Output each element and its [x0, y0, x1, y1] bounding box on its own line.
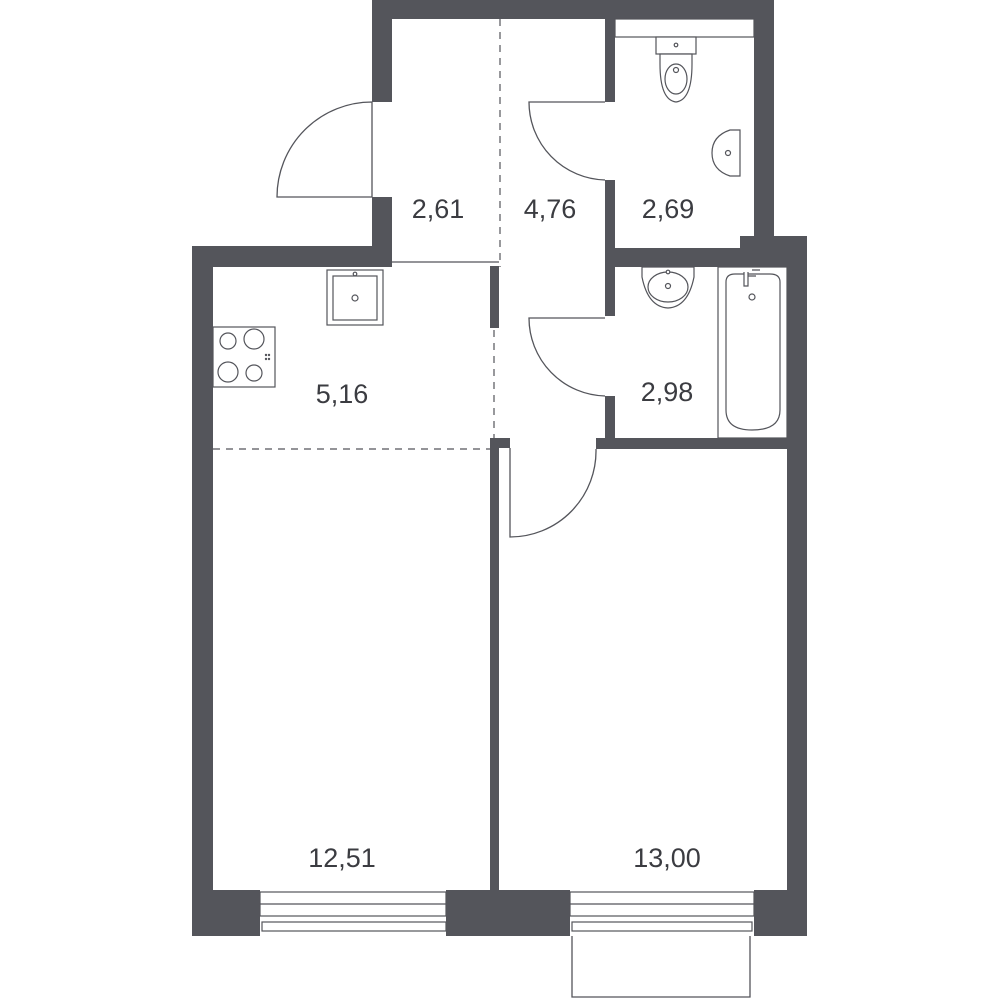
- wall-right-exterior: [787, 236, 807, 936]
- area-label-toilet: 2,69: [642, 194, 695, 224]
- area-label-hall: 4,76: [524, 194, 577, 224]
- kitchen-sink-icon: [326, 269, 384, 326]
- wall-left-exterior: [192, 246, 213, 936]
- wall-wc-left-top: [605, 19, 615, 102]
- washbasin-toilet-icon: [711, 129, 741, 177]
- door-bedroom: [509, 448, 597, 538]
- vent-strip: [614, 18, 755, 38]
- toilet-icon: [655, 36, 697, 103]
- washbasin-bathroom-icon: [641, 266, 695, 309]
- wall-partition-stub: [490, 266, 499, 328]
- wall-kitchen-top: [192, 246, 392, 267]
- door-bathroom: [528, 317, 606, 397]
- bathtub-icon: [717, 266, 788, 439]
- wall-bedroom-top: [596, 438, 807, 449]
- wall-right-toilet: [754, 0, 774, 246]
- wall-top: [372, 0, 774, 19]
- balcony-outline: [571, 936, 751, 998]
- windows: [259, 18, 755, 998]
- wall-bottom-middle: [446, 890, 570, 936]
- area-label-bedroom: 13,00: [633, 843, 701, 873]
- wall-bath-left-lower: [605, 396, 615, 446]
- area-label-bathroom: 2,98: [641, 377, 694, 407]
- window-living-sill: [261, 921, 447, 932]
- wall-bottom-left: [192, 890, 260, 936]
- doors: [276, 101, 606, 538]
- wall-partition-joint: [490, 438, 510, 448]
- area-labels: 2,61 4,76 2,69 5,16 2,98 12,51 13,00: [308, 194, 701, 873]
- door-toilet: [528, 101, 606, 181]
- walls: [192, 0, 807, 936]
- wall-bottom-right: [754, 890, 807, 936]
- area-label-kitchen: 5,16: [316, 379, 369, 409]
- wall-corridor-left-upper: [372, 0, 392, 102]
- wall-wc-bath: [605, 248, 755, 267]
- zone-dividers: [213, 19, 501, 450]
- wall-partition-central: [490, 440, 499, 892]
- window-bedroom-sill: [571, 921, 753, 932]
- fixtures: [212, 36, 788, 439]
- area-label-living-room: 12,51: [308, 843, 376, 873]
- area-label-corridor: 2,61: [412, 194, 465, 224]
- stove-icon: [212, 326, 276, 388]
- door-entrance: [276, 101, 373, 198]
